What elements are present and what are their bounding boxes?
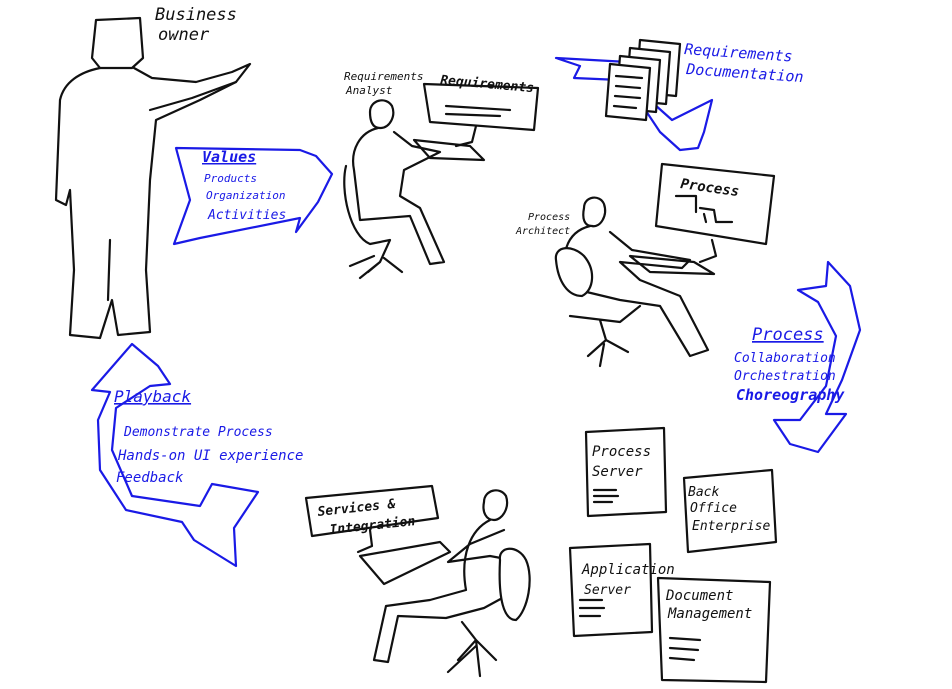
services-developer-figure [304, 484, 531, 678]
process-server-label-1: Process [592, 444, 651, 460]
process-arrow [772, 260, 862, 454]
playback-item-3: Feedback [116, 470, 184, 486]
values-title: Values [202, 148, 256, 166]
playback-item-2: Hands-on UI experience [117, 448, 303, 464]
back-office-label-3: Enterprise [692, 519, 770, 534]
back-office-label-1: Back [688, 485, 719, 500]
values-item-1: Products [204, 172, 257, 185]
back-office-icon [682, 468, 778, 554]
process-arrow-item-2: Orchestration [734, 369, 836, 384]
application-server-label-1: Application [581, 562, 675, 578]
process-arrow-item-1: Collaboration [734, 351, 836, 366]
business-owner-label-2: owner [158, 25, 210, 45]
process-arrow-title: Process [752, 325, 824, 345]
values-item-3: Activities [207, 208, 286, 223]
requirements-analyst-label-2: Analyst [345, 84, 393, 97]
business-owner-figure [54, 16, 252, 340]
application-server-label-2: Server [584, 583, 631, 598]
document-stack-icon [604, 38, 682, 122]
document-management-icon [656, 576, 772, 684]
process-architect-label-2: Architect [515, 226, 570, 237]
process-server-label-2: Server [592, 464, 643, 480]
process-architect-label-1: Process [528, 212, 570, 223]
process-arrow-item-3: Choreography [736, 386, 845, 404]
process-server-icon [584, 426, 668, 518]
document-management-label-2: Management [667, 606, 752, 622]
requirements-analyst-label-1: Requirements [344, 70, 423, 83]
business-owner-label-1: Business [155, 5, 237, 25]
playback-arrow [90, 342, 260, 568]
document-management-label-1: Document [665, 588, 733, 604]
requirements-analyst-figure [343, 82, 540, 280]
values-arrow [172, 146, 334, 246]
application-server-icon [568, 542, 654, 638]
values-item-2: Organization [206, 189, 285, 202]
playback-item-1: Demonstrate Process [123, 425, 273, 440]
back-office-label-2: Office [690, 501, 737, 516]
process-architect-figure [554, 162, 776, 368]
playback-title: Playback [114, 387, 191, 406]
